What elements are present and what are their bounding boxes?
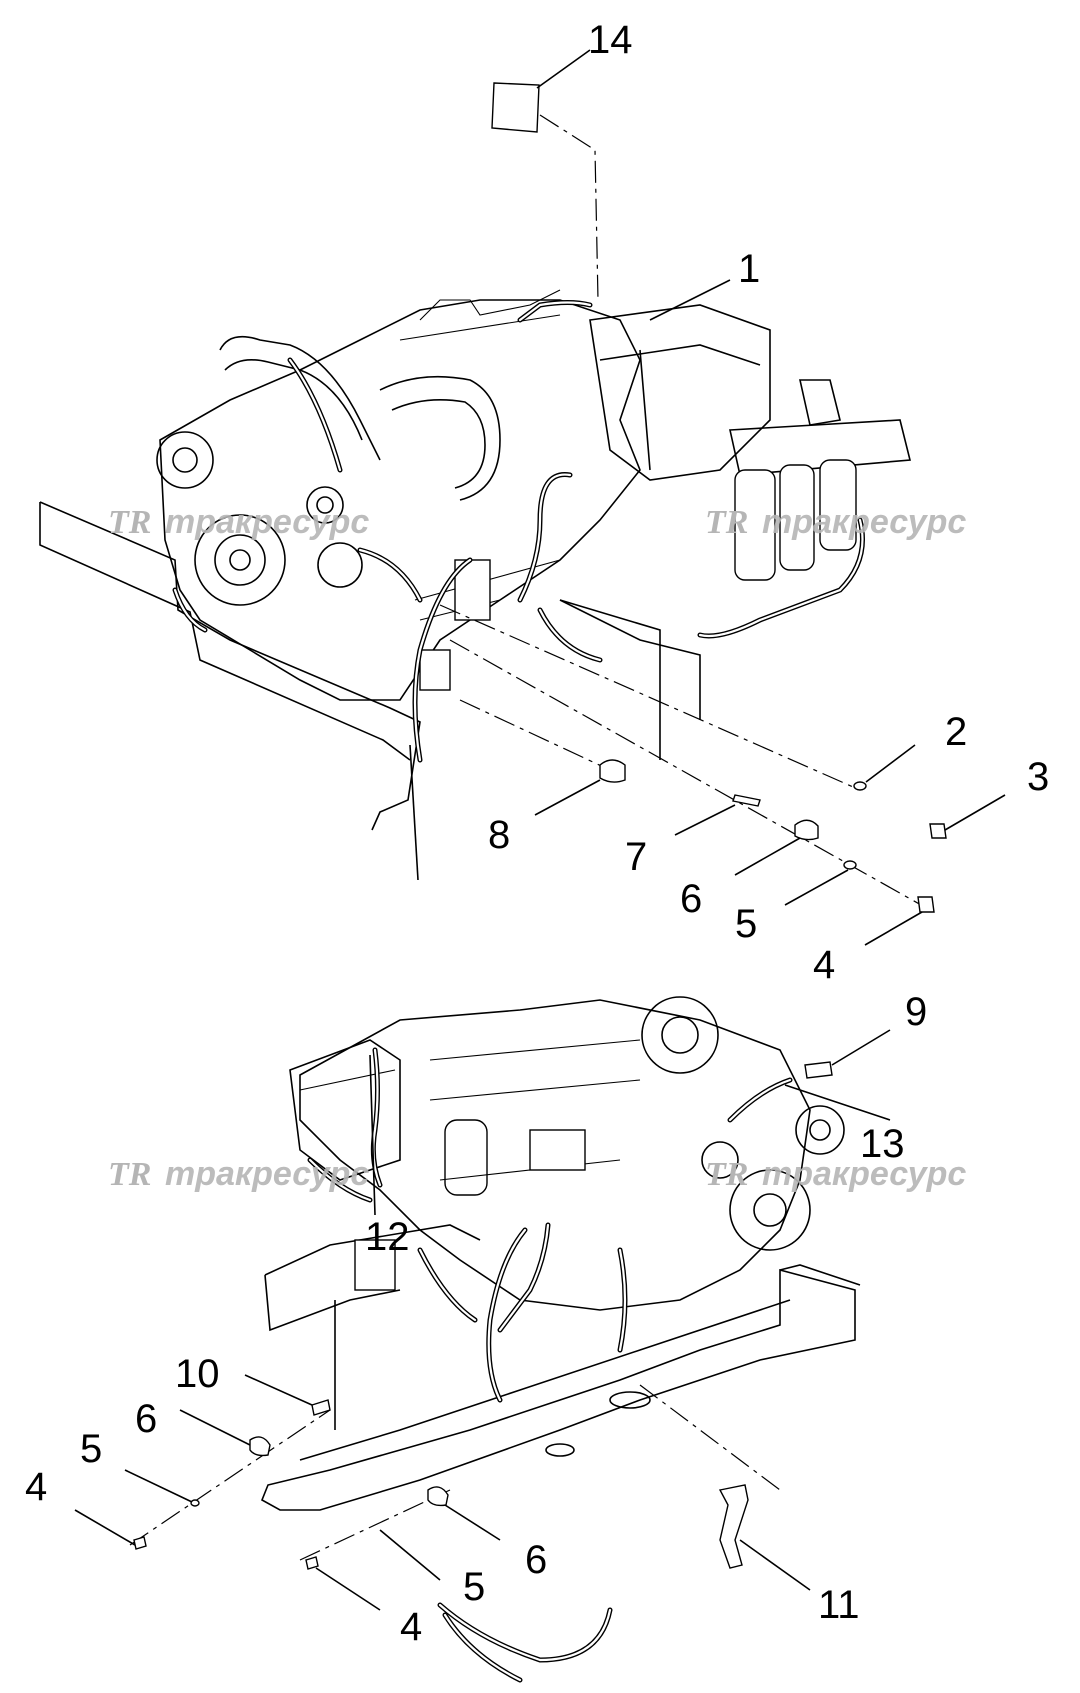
top-hardware: [439, 279, 1006, 946]
bottom-hardware: [74, 1029, 891, 1611]
callout-8: 8: [488, 813, 510, 857]
bottom-engine-assembly: [260, 996, 861, 1683]
watermark-logo: TR: [705, 504, 748, 541]
callout-4-lower: 4: [400, 1605, 422, 1649]
watermark-logo: TR: [705, 1156, 748, 1193]
watermark-top-left: TR тракресурс: [108, 503, 369, 541]
callout-2: 2: [945, 710, 967, 754]
watermark-top-right: TR тракресурс: [705, 503, 966, 541]
callout-labels: 14 1 2 3 8 7 6 5 4 9 13 12 10 6 5 4 6 11…: [25, 18, 1049, 1649]
callout-13: 13: [860, 1122, 905, 1166]
callout-10: 10: [175, 1352, 220, 1396]
watermark-text: тракресурс: [165, 503, 369, 541]
watermark-logo: TR: [108, 1156, 151, 1193]
callout-6-left: 6: [135, 1397, 157, 1441]
callout-11: 11: [818, 1583, 860, 1627]
watermark-logo: TR: [108, 504, 151, 541]
watermark-bottom-left: TR тракресурс: [108, 1155, 369, 1193]
callout-9: 9: [905, 990, 927, 1034]
callout-4-left: 4: [25, 1465, 47, 1509]
plate-part-14: [491, 49, 599, 301]
callout-4: 4: [813, 943, 835, 987]
callout-3: 3: [1027, 755, 1049, 799]
callout-7: 7: [625, 835, 647, 879]
callout-5-lower: 5: [463, 1565, 485, 1609]
watermark-text: тракресурс: [762, 1155, 966, 1193]
watermark-text: тракресурс: [762, 503, 966, 541]
callout-5: 5: [735, 902, 757, 946]
top-engine-assembly: [39, 289, 912, 881]
callout-12: 12: [365, 1215, 410, 1259]
callout-14: 14: [588, 18, 633, 62]
callout-1: 1: [738, 247, 760, 291]
callout-5-left: 5: [80, 1427, 102, 1471]
watermark-text: тракресурс: [165, 1155, 369, 1193]
callout-6: 6: [680, 877, 702, 921]
watermark-bottom-right: TR тракресурс: [705, 1155, 966, 1193]
callout-6-lower: 6: [525, 1538, 547, 1582]
